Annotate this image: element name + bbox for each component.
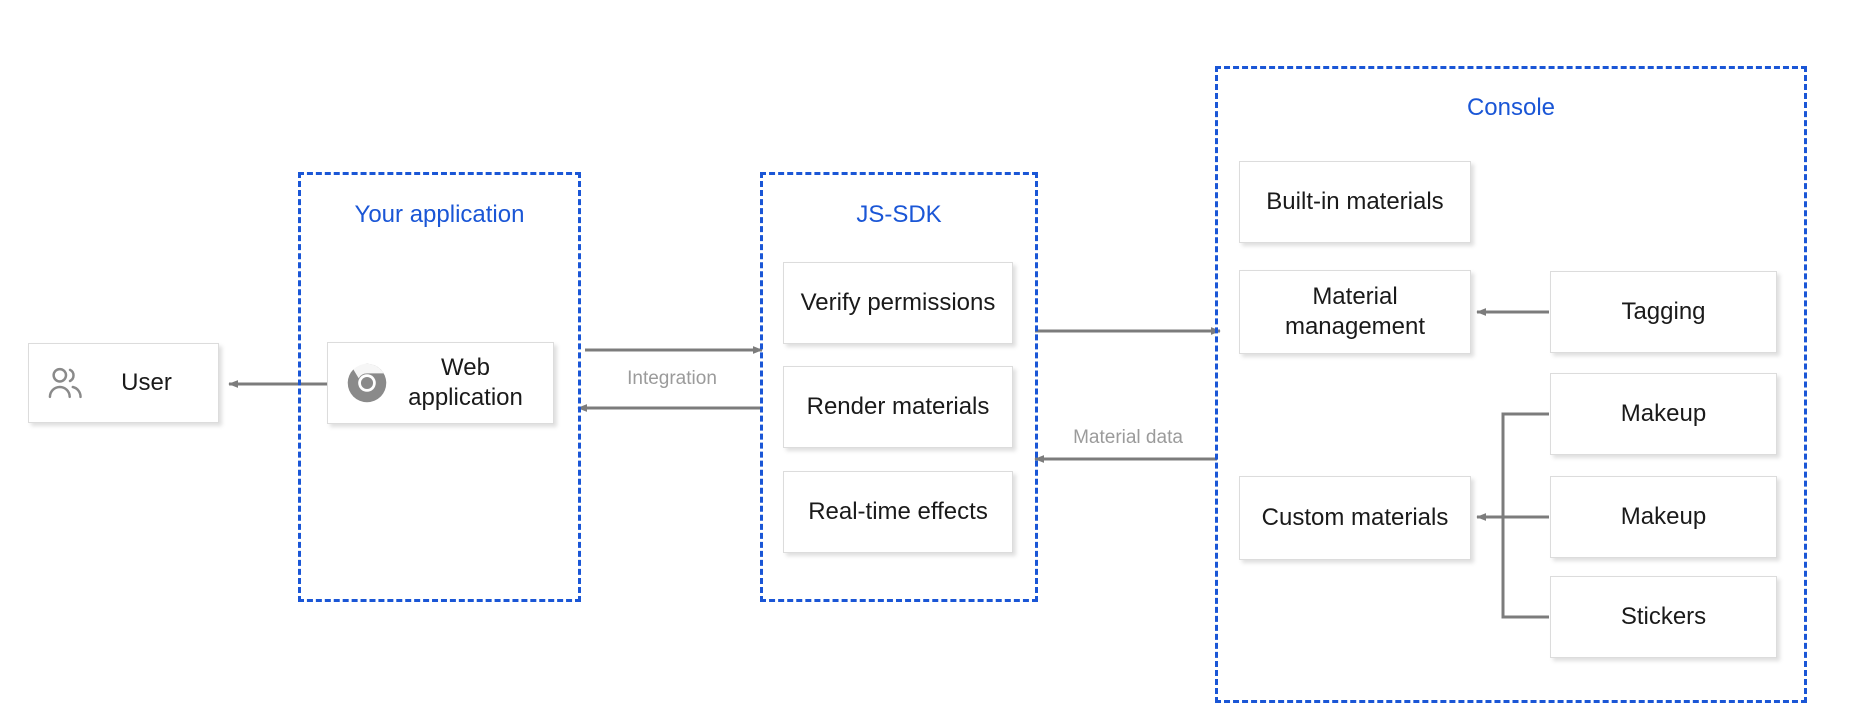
node-material-management-label: Material management <box>1284 283 1426 340</box>
node-custom-materials[interactable]: Custom materials <box>1239 476 1471 560</box>
node-tagging-label: Tagging <box>1621 298 1706 325</box>
edge-label-integration: Integration <box>627 368 717 389</box>
group-title-your-application: Your application <box>354 201 525 228</box>
node-builtin-materials-label: Built-in materials <box>1266 188 1444 215</box>
node-web-application-label: Web application <box>408 354 523 411</box>
node-material-management[interactable]: Material management <box>1239 270 1471 354</box>
node-stickers[interactable]: Stickers <box>1550 576 1777 658</box>
node-stickers-label: Stickers <box>1620 603 1707 630</box>
node-render-materials[interactable]: Render materials <box>783 366 1013 448</box>
node-makeup-2-label: Makeup <box>1620 503 1707 530</box>
node-makeup-1-label: Makeup <box>1620 400 1707 427</box>
node-verify-permissions[interactable]: Verify permissions <box>783 262 1013 344</box>
node-makeup-1[interactable]: Makeup <box>1550 373 1777 455</box>
node-realtime-effects-label: Real-time effects <box>808 498 988 525</box>
node-tagging[interactable]: Tagging <box>1550 271 1777 353</box>
node-builtin-materials[interactable]: Built-in materials <box>1239 161 1471 243</box>
node-user-label: User <box>121 369 172 396</box>
group-title-console: Console <box>1466 94 1556 121</box>
node-render-materials-label: Render materials <box>806 393 990 420</box>
node-custom-materials-label: Custom materials <box>1261 504 1449 531</box>
edge-label-material-data: Material data <box>1073 427 1183 448</box>
node-verify-permissions-label: Verify permissions <box>800 289 996 316</box>
group-title-js-sdk: JS-SDK <box>856 201 942 228</box>
node-realtime-effects[interactable]: Real-time effects <box>783 471 1013 553</box>
node-user[interactable]: User <box>28 343 219 423</box>
node-makeup-2[interactable]: Makeup <box>1550 476 1777 558</box>
people-icon <box>43 363 89 403</box>
node-web-application[interactable]: Web application <box>327 342 554 424</box>
chrome-icon <box>342 360 392 406</box>
